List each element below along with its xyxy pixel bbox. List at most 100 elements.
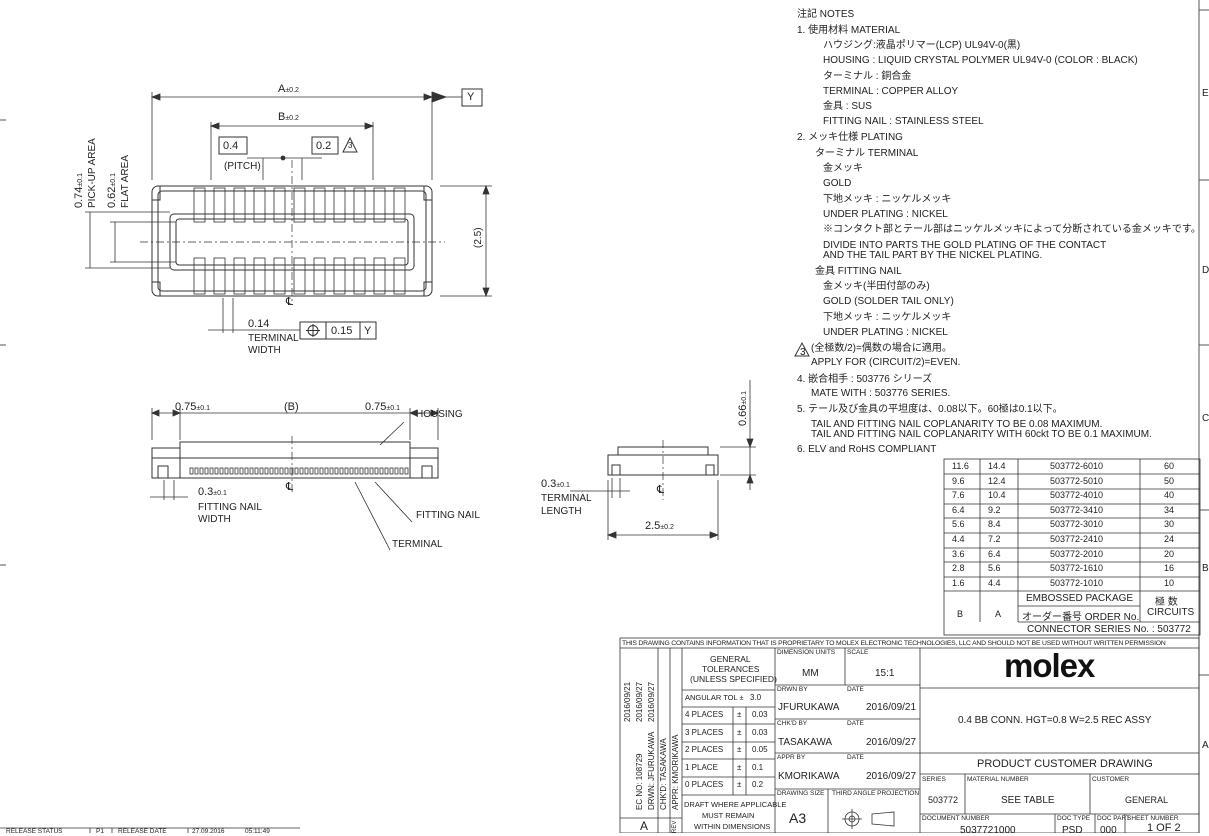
rev-date: 2016/09/27 (647, 681, 656, 722)
table-cell: 14.4 (988, 461, 1006, 471)
rev-date: 2016/09/21 (623, 681, 632, 722)
terminal-tail (304, 467, 309, 475)
fitting-nail-width-2: WIDTH (198, 514, 231, 525)
terminal-pin (273, 257, 286, 295)
zone-letter: E (1202, 88, 1209, 99)
dim-units: MM (802, 668, 819, 679)
projection-symbol (842, 809, 895, 829)
dim-075-left: 0.75±0.1 (175, 401, 210, 413)
terminal-pin (193, 187, 206, 223)
ec-line: APPR: KMORIKAWA (671, 734, 680, 810)
terminal-tail (339, 467, 344, 475)
note-line: APPLY FOR (CIRCUIT/2)=EVEN. (811, 357, 961, 368)
note-line: DIVIDE INTO PARTS THE GOLD PLATING OF TH… (823, 240, 1107, 251)
sheet-value: 1 OF 2 (1147, 822, 1181, 834)
table-cell: 503772-2010 (1050, 548, 1104, 559)
table-grid (943, 458, 1201, 636)
note-line: AND THE TAIL PART BY THE NICKEL PLATING. (823, 250, 1043, 261)
notes-title: 注記 NOTES (797, 9, 855, 20)
table-cell: 10 (1164, 577, 1175, 588)
drwn-date: 2016/09/21 (866, 702, 917, 713)
terminal-tail (319, 467, 324, 475)
note-line: 金メッキ(半田付部のみ) (823, 281, 930, 292)
terminal-tail (334, 467, 339, 475)
ec-line: EC NO: 108729 (635, 753, 644, 810)
terminal-tail (384, 467, 389, 475)
note-line: 2. メッキ仕様 PLATING (797, 132, 903, 143)
tolerance-cell: 4 PLACES (685, 710, 724, 719)
terminal-tail (194, 467, 199, 475)
terminal-tail (324, 467, 329, 475)
tolerance-cell: 0.05 (752, 745, 768, 755)
doctype-value: PSD (1062, 825, 1083, 836)
dim-units-label: DIMENSION UNITS (777, 649, 836, 656)
terminal-pin (313, 187, 326, 223)
terminal-pin (353, 257, 366, 295)
drwn-name: JFURUKAWA (778, 702, 840, 713)
terminal-length-2: LENGTH (541, 506, 582, 517)
pick-up-area: PICK-UP AREA (87, 138, 98, 208)
angular-tol: ANGULAR TOL ± (685, 693, 744, 702)
note-line: 下地メッキ : ニッケルメッキ (823, 312, 952, 323)
datum-y: Y (467, 91, 475, 103)
dim-075-right: 0.75±0.1 (365, 401, 400, 413)
terminal-tail (269, 467, 274, 475)
table-cell: 60 (1164, 461, 1175, 471)
circuits-jp-header: 極 数 (1155, 597, 1178, 608)
table-cell: 503772-1010 (1050, 577, 1104, 588)
tolerance-cell: 1 PLACE (685, 762, 718, 772)
terminal-tail (399, 467, 404, 475)
part-description: 0.4 BB CONN. HGT=0.8 W=2.5 REC ASSY (958, 715, 1152, 726)
terminal-tail (404, 467, 409, 475)
note-line: ターミナル TERMINAL (815, 148, 919, 159)
top-view (140, 160, 445, 305)
dim-066: 0.66±0.1 (737, 391, 749, 426)
terminal-pin (193, 257, 206, 295)
note-line: (全極数/2)=偶数の場合に適用。 (811, 343, 952, 354)
terminal-tail (249, 467, 254, 475)
table-cell: 7.6 (952, 490, 965, 501)
series-value: 503772 (928, 795, 959, 805)
note3-number: 3 (800, 347, 806, 358)
dim-25-ref: (2.5) (473, 227, 484, 248)
rev-date: 2016/09/27 (635, 681, 644, 722)
chkd-date: 2016/09/27 (866, 737, 917, 748)
table-cell: 6.4 (952, 504, 965, 515)
note-line: TERMINAL : COPPER ALLOY (823, 86, 959, 97)
table-cell: 503772-3010 (1050, 519, 1104, 530)
note-line: 金具 FITTING NAIL (815, 266, 902, 277)
note-line: ハウジング:液晶ポリマー(LCP) UL94V-0(黒) (823, 40, 1021, 51)
table-cell: 20 (1164, 548, 1175, 559)
series-label: SERIES (922, 776, 946, 783)
note-line: UNDER PLATING : NICKEL (823, 209, 948, 220)
material-value: SEE TABLE (1001, 795, 1055, 806)
terminal-tail (354, 467, 359, 475)
material-label: MATERIAL NUMBER (967, 776, 1029, 783)
terminal-tail (224, 467, 229, 475)
table-cell: 30 (1164, 519, 1175, 530)
docnum-value: 5037721000 (960, 825, 1016, 836)
terminal-tail (294, 467, 299, 475)
terminal-tail (329, 467, 334, 475)
tolerance-cell: ± (737, 710, 742, 719)
terminal-tail (379, 467, 384, 475)
angular-val: 3.0 (750, 693, 762, 702)
terminal-tail (314, 467, 319, 475)
table-cell: 9.6 (952, 475, 965, 486)
note-line: ※コンタクト部とテール部はニッケルメッキによって分断されている金メッキです。 (823, 224, 1201, 235)
note-line: 5. テール及び金具の平坦度は、0.08以下。60極は0.1以下。 (797, 404, 1063, 415)
table-cell: 3.6 (952, 548, 965, 559)
note-line: 4. 嵌合相手 : 503776 シリーズ (797, 374, 933, 385)
note-line: 金具 : SUS (823, 101, 872, 112)
drawing-size: A3 (789, 810, 807, 826)
zone-letter: C (1202, 413, 1209, 424)
terminal-tail (189, 467, 194, 475)
terminal-pin (293, 257, 306, 295)
terminal-pin (213, 187, 226, 223)
dim-b-label: B±0.2 (278, 111, 299, 123)
centerline-side: ℄ (657, 484, 665, 496)
table-cell: 4.4 (952, 534, 965, 544)
draft-3: WITHIN DIMENSIONS (694, 822, 771, 831)
date-label: DATE (847, 720, 864, 727)
ec-line: CHK'D: TASAKAWA (659, 738, 668, 810)
